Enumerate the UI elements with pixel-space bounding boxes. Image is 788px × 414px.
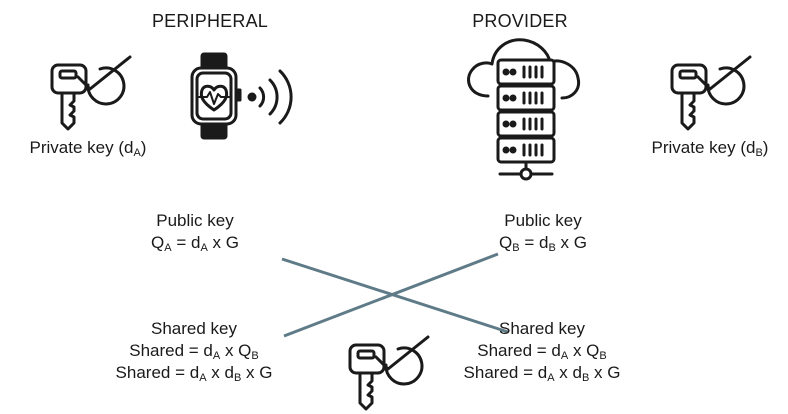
public-key-a-title: Public key	[156, 211, 234, 230]
shared-key-right-title: Shared key	[499, 319, 585, 338]
public-key-b-formula: QB = dB x G	[499, 233, 587, 254]
cloud-server-icon	[460, 34, 590, 180]
private-key-a-label: Private key (dA)	[29, 138, 147, 159]
shared-key-left-block: Shared key Shared = dA x QB Shared = dA …	[78, 318, 310, 384]
shared-key-right-line2: Shared = dA x dB x G	[463, 363, 621, 384]
public-key-b-title: Public key	[504, 211, 582, 230]
shared-key-right-line1: Shared = dA x QB	[477, 341, 607, 362]
smartwatch-signal-icon	[188, 52, 308, 142]
shared-key-left-line1: Shared = dA x QB	[129, 341, 259, 362]
peripheral-heading: PERIPHERAL	[151, 11, 269, 31]
shared-key-left-title: Shared key	[151, 319, 237, 338]
provider-heading: PROVIDER	[472, 11, 568, 31]
public-key-a-block: Public key QA = dA x G	[120, 210, 270, 254]
public-key-b-block: Public key QB = dB x G	[468, 210, 618, 254]
key-check-icon	[668, 55, 756, 131]
shared-key-left-line2: Shared = dA x dB x G	[115, 363, 273, 384]
public-key-b-to-shared-left-line	[283, 252, 499, 338]
public-key-a-to-shared-right-line	[281, 257, 509, 334]
key-check-icon	[346, 335, 434, 411]
private-key-b-label: Private key (dB)	[651, 138, 769, 159]
key-check-icon	[48, 55, 136, 131]
shared-key-right-block: Shared key Shared = dA x QB Shared = dA …	[426, 318, 658, 384]
public-key-a-formula: QA = dA x G	[151, 233, 239, 254]
